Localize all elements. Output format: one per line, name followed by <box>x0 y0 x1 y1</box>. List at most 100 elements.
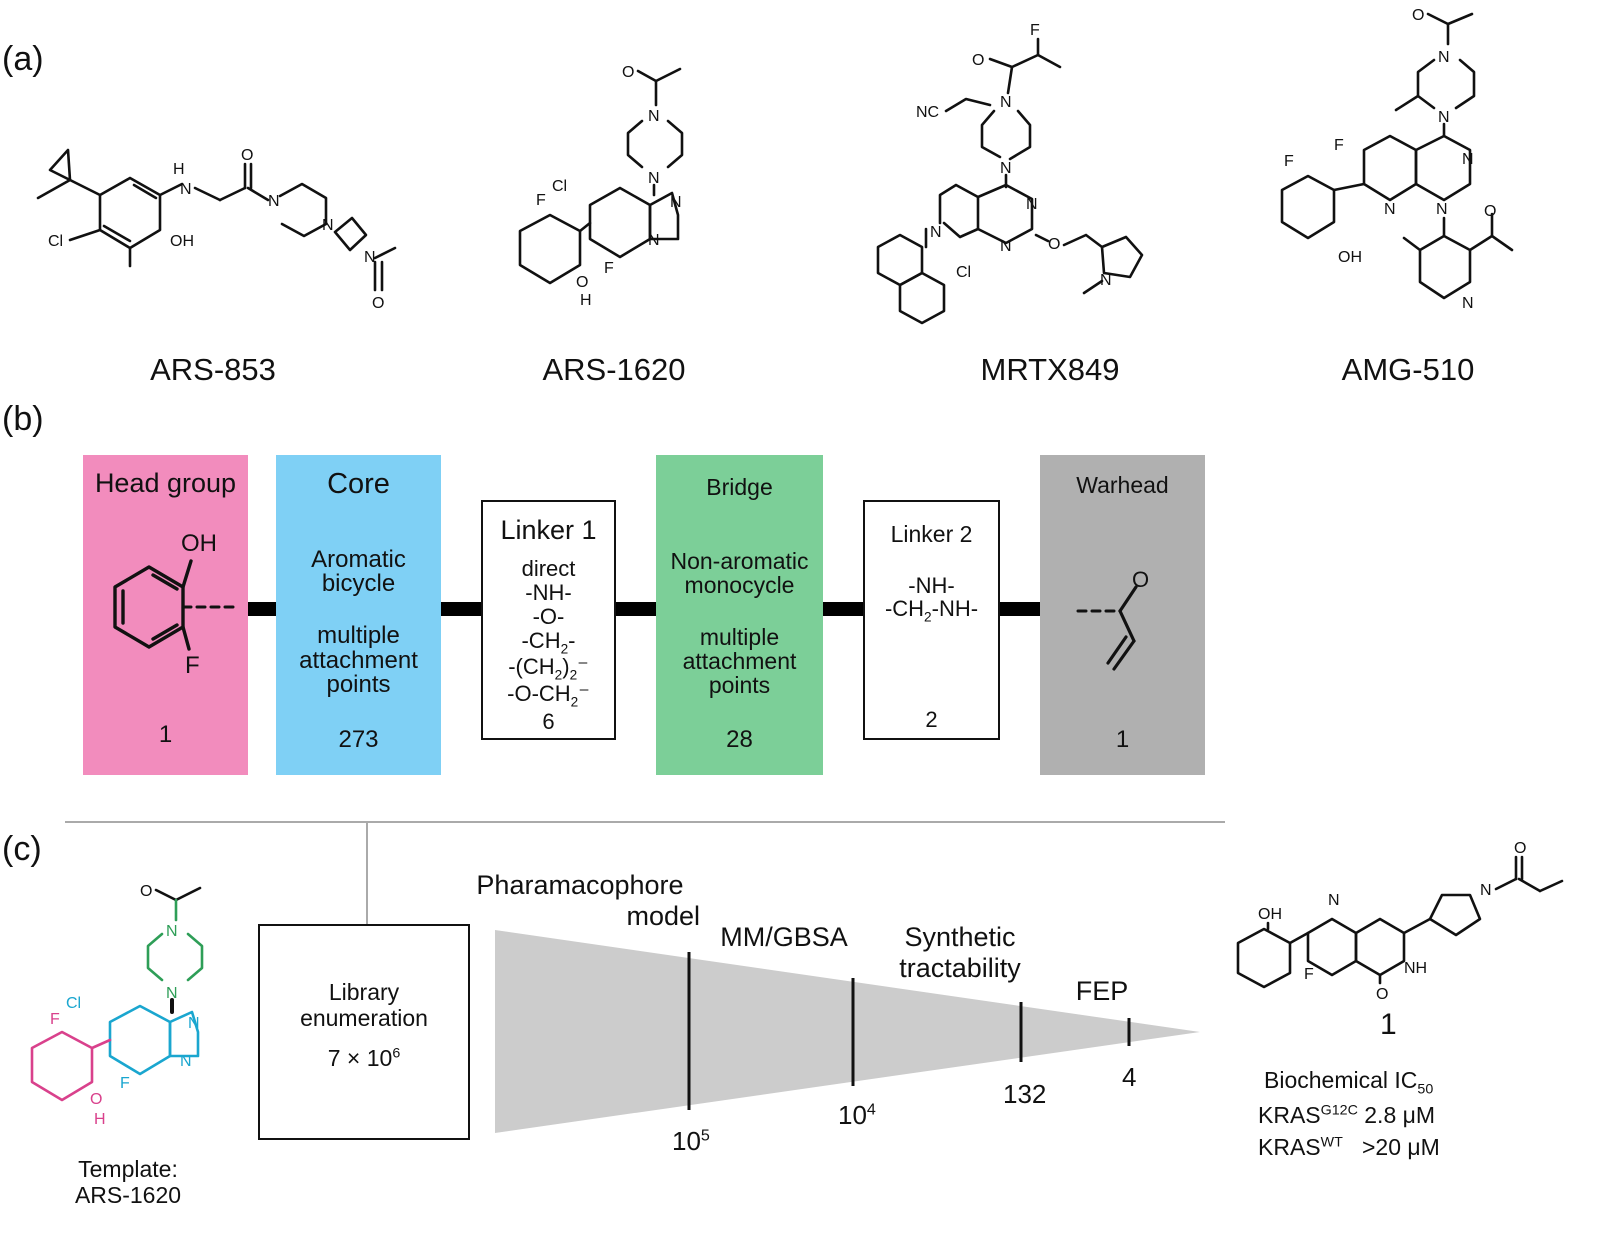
atom-label-n: N <box>364 249 376 266</box>
atom-label-h: H <box>94 1111 106 1128</box>
atom-label-n: N <box>180 1053 192 1070</box>
atom-label-o: O <box>140 883 152 900</box>
atom-label-n: N <box>268 193 280 210</box>
atom-label-cl: Cl <box>956 264 971 281</box>
fragment-desc: multiple <box>699 624 780 650</box>
connector-3 <box>616 602 656 616</box>
library-count: 7 × 106 <box>327 1045 401 1071</box>
filter-synthetic-label: Synthetic tractability <box>880 922 1040 984</box>
filter-count-pharmacophore: 105 <box>672 1126 710 1156</box>
fragment-title: Core <box>327 468 390 500</box>
atom-label-h: H <box>580 292 592 309</box>
library-enumeration-box: Library enumeration 7 × 106 <box>258 924 470 1140</box>
atom-label-nh-n: N <box>180 181 192 198</box>
fragment-core: Core Aromatic bicycle multiple attachmen… <box>276 455 441 775</box>
atom-label-n: N <box>1462 151 1474 168</box>
atom-label-n: N <box>1436 201 1448 218</box>
filter-label-line: tractability <box>899 953 1021 984</box>
atom-label-n: N <box>1328 892 1340 909</box>
structure-ars-1620: O N N N N Cl F F O H <box>518 64 684 309</box>
fragment-count: 28 <box>726 726 753 753</box>
atom-label-n: N <box>1100 272 1112 289</box>
fragment-count: 1 <box>1115 726 1130 753</box>
library-title-1: Library <box>328 979 400 1005</box>
template-name: ARS-1620 <box>74 1182 182 1209</box>
assay-results: Biochemical IC50 KRASG12C 2.8 μM KRASWT … <box>1240 1065 1480 1164</box>
panel-label-a: (a) <box>2 40 44 78</box>
compound-1-number: 1 <box>1380 1008 1397 1041</box>
atom-label-n: N <box>648 170 660 187</box>
atom-label-f: F <box>536 192 546 209</box>
fragment-desc: monocycle <box>684 572 795 598</box>
structure-mrtx849: F O N NC N N N N O N Cl <box>876 22 1144 325</box>
atom-label-oh: OH <box>1258 906 1282 923</box>
fragment-desc: direct <box>521 556 576 581</box>
template-label: Template: <box>78 1156 178 1182</box>
funnel-triangle <box>495 930 1200 1133</box>
assay-row-wt: KRASWT >20 μM <box>1258 1134 1440 1160</box>
atom-label-o: O <box>90 1091 102 1108</box>
library-title-2: enumeration <box>300 1005 428 1031</box>
fragment-title: Head group <box>94 468 237 498</box>
atom-label-n: N <box>1438 109 1450 126</box>
filter-label-line: model <box>626 901 700 932</box>
fragment-desc: -(CH2)2⁻ <box>508 654 589 683</box>
atom-label-n: N <box>1026 196 1038 213</box>
filter-label-line: Synthetic <box>904 922 1016 952</box>
fragment-title: Warhead <box>1076 472 1169 498</box>
fragment-count: 2 <box>925 707 938 732</box>
atom-label-o: O <box>241 147 253 164</box>
atom-label-o: O <box>1376 986 1388 1003</box>
connector-2 <box>441 602 481 616</box>
filter-fep-label: FEP <box>1062 976 1142 1007</box>
atom-label-o: O <box>622 64 634 81</box>
atom-label-o: O <box>372 295 384 312</box>
filter-label-line: MM/GBSA <box>720 922 848 952</box>
fragment-desc: -O-CH2⁻ <box>507 681 590 710</box>
fragment-desc: points <box>708 672 771 698</box>
fragment-warhead: Warhead O 1 <box>1040 455 1205 775</box>
atom-label-cl: Cl <box>552 178 567 195</box>
atom-label-cl: Cl <box>48 233 63 250</box>
fragment-count: 1 <box>158 721 173 748</box>
fragment-bridge: Bridge Non-aromatic monocycle multiple a… <box>656 455 823 775</box>
atom-label-o: O <box>972 52 984 69</box>
compound-1-structure: OH F N NH O N O <box>1236 840 1564 1003</box>
fragment-desc: -NH- <box>525 580 572 605</box>
atom-label-o: O <box>576 274 588 291</box>
fragment-linker-2: Linker 2 -NH- -CH2-NH- 2 <box>863 500 1000 740</box>
atom-label-nh-h: H <box>173 161 185 178</box>
structure-amg-510: O N N N O N N F F OH N <box>1280 7 1514 312</box>
atom-label-f: F <box>1030 22 1040 39</box>
fragment-desc: -CH2- <box>521 628 576 657</box>
atom-label-f: F <box>50 1011 60 1028</box>
filter-label-line: Pharamacophore <box>476 870 684 900</box>
atom-label-n: N <box>670 194 682 211</box>
connector-5 <box>1000 602 1040 616</box>
atom-label-n: N <box>1384 201 1396 218</box>
atom-label-n: N <box>1480 882 1492 899</box>
atom-label-o: O <box>1048 236 1060 253</box>
fragment-head-group: Head group OH F 1 <box>83 455 248 775</box>
atom-label-f: F <box>1334 137 1344 154</box>
fragment-desc: attachment <box>299 647 418 674</box>
atom-label-o: O <box>1514 840 1526 857</box>
compound-name-ars-1620: ARS-1620 <box>542 352 686 387</box>
filter-count-fep: 4 <box>1122 1062 1137 1092</box>
divider-line <box>65 821 1225 823</box>
atom-label-f: F <box>185 652 200 679</box>
fragment-title: Linker 1 <box>500 515 597 545</box>
compound-name-amg-510: AMG-510 <box>1341 352 1475 387</box>
fragment-desc: bicycle <box>321 570 396 597</box>
atom-label-n: N <box>1438 49 1450 66</box>
atom-label-oh: OH <box>170 233 194 250</box>
fragment-desc: attachment <box>682 648 797 674</box>
fragment-linker-1: Linker 1 direct -NH- -O- -CH2- -(CH2)2⁻ … <box>481 500 616 740</box>
filter-label-line: FEP <box>1075 976 1129 1006</box>
atom-label-n: N <box>648 232 660 249</box>
atom-label-n: N <box>930 224 942 241</box>
atom-label-n: N <box>1462 295 1474 312</box>
atom-label-f: F <box>1304 966 1314 983</box>
filter-count-synthetic: 132 <box>1003 1079 1047 1109</box>
head-group-structure: OH F <box>113 530 235 679</box>
